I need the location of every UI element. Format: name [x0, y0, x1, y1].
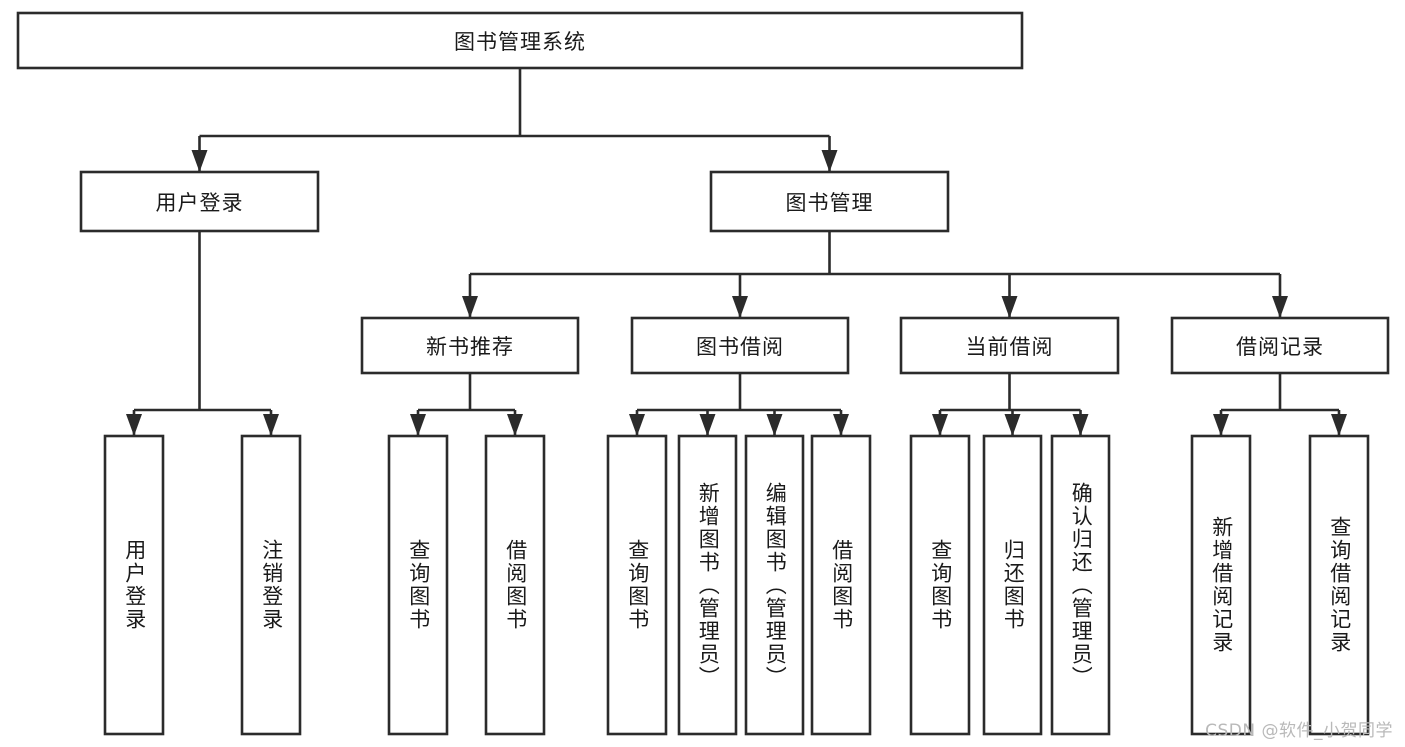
- node-level2-新书推荐[interactable]: [360, 316, 580, 375]
- arrow-head-icon-level2-3: [1272, 296, 1288, 318]
- arrow-head-icon-leaf-7: [833, 414, 849, 436]
- arrow-head-icon-level2-2: [1001, 296, 1018, 318]
- node-leaf-确认归还管理员-10[interactable]: [1050, 434, 1111, 736]
- node-root-图书管理系统[interactable]: [16, 11, 1024, 70]
- node-level2-借阅记录[interactable]: [1170, 316, 1390, 375]
- arrow-head-icon-leaf-12: [1331, 414, 1347, 436]
- node-level2-当前借阅[interactable]: [899, 316, 1120, 375]
- arrow-head-icon-level1-0: [191, 150, 208, 172]
- node-leaf-查询图书-8[interactable]: [909, 434, 971, 736]
- node-leaf-查询图书-2[interactable]: [387, 434, 449, 736]
- arrow-head-icon-level2-1: [732, 296, 748, 318]
- node-leaf-新增借阅记录-11[interactable]: [1190, 434, 1252, 736]
- arrow-head-icon-leaf-2: [410, 414, 426, 436]
- node-leaf-借阅图书-3[interactable]: [484, 434, 546, 736]
- arrow-head-icon-level1-1: [821, 150, 838, 172]
- node-leaf-注销登录-1[interactable]: [240, 434, 302, 736]
- node-level1-用户登录[interactable]: [79, 170, 320, 233]
- arrow-head-icon-leaf-1: [263, 414, 279, 436]
- arrow-head-icon-leaf-0: [126, 414, 142, 436]
- arrow-head-icon-leaf-5: [699, 414, 716, 436]
- csdn-watermark: CSDN @软件_小贺同学: [1205, 721, 1393, 741]
- node-level1-图书管理[interactable]: [709, 170, 950, 233]
- node-leaf-新增图书管理员-5[interactable]: [677, 434, 738, 736]
- arrow-head-icon-leaf-4: [629, 414, 645, 436]
- node-leaf-编辑图书管理员-6[interactable]: [744, 434, 805, 736]
- arrow-head-icon-leaf-6: [766, 414, 783, 436]
- arrow-head-icon-leaf-8: [932, 414, 948, 436]
- node-leaf-查询借阅记录-12[interactable]: [1308, 434, 1370, 736]
- node-leaf-查询图书-4[interactable]: [606, 434, 668, 736]
- node-level2-图书借阅[interactable]: [630, 316, 850, 375]
- node-boxes: [16, 11, 1390, 736]
- arrow-head-icon-leaf-9: [1004, 414, 1021, 436]
- arrow-head-icon-leaf-11: [1213, 414, 1229, 436]
- arrow-head-icon-leaf-3: [507, 414, 523, 436]
- arrow-head-icon-level2-0: [462, 296, 478, 318]
- node-leaf-借阅图书-7[interactable]: [810, 434, 872, 736]
- node-leaf-归还图书-9[interactable]: [982, 434, 1043, 736]
- connector-edges: [126, 68, 1347, 436]
- arrow-head-icon-leaf-10: [1072, 414, 1089, 436]
- node-leaf-用户登录-0[interactable]: [103, 434, 165, 736]
